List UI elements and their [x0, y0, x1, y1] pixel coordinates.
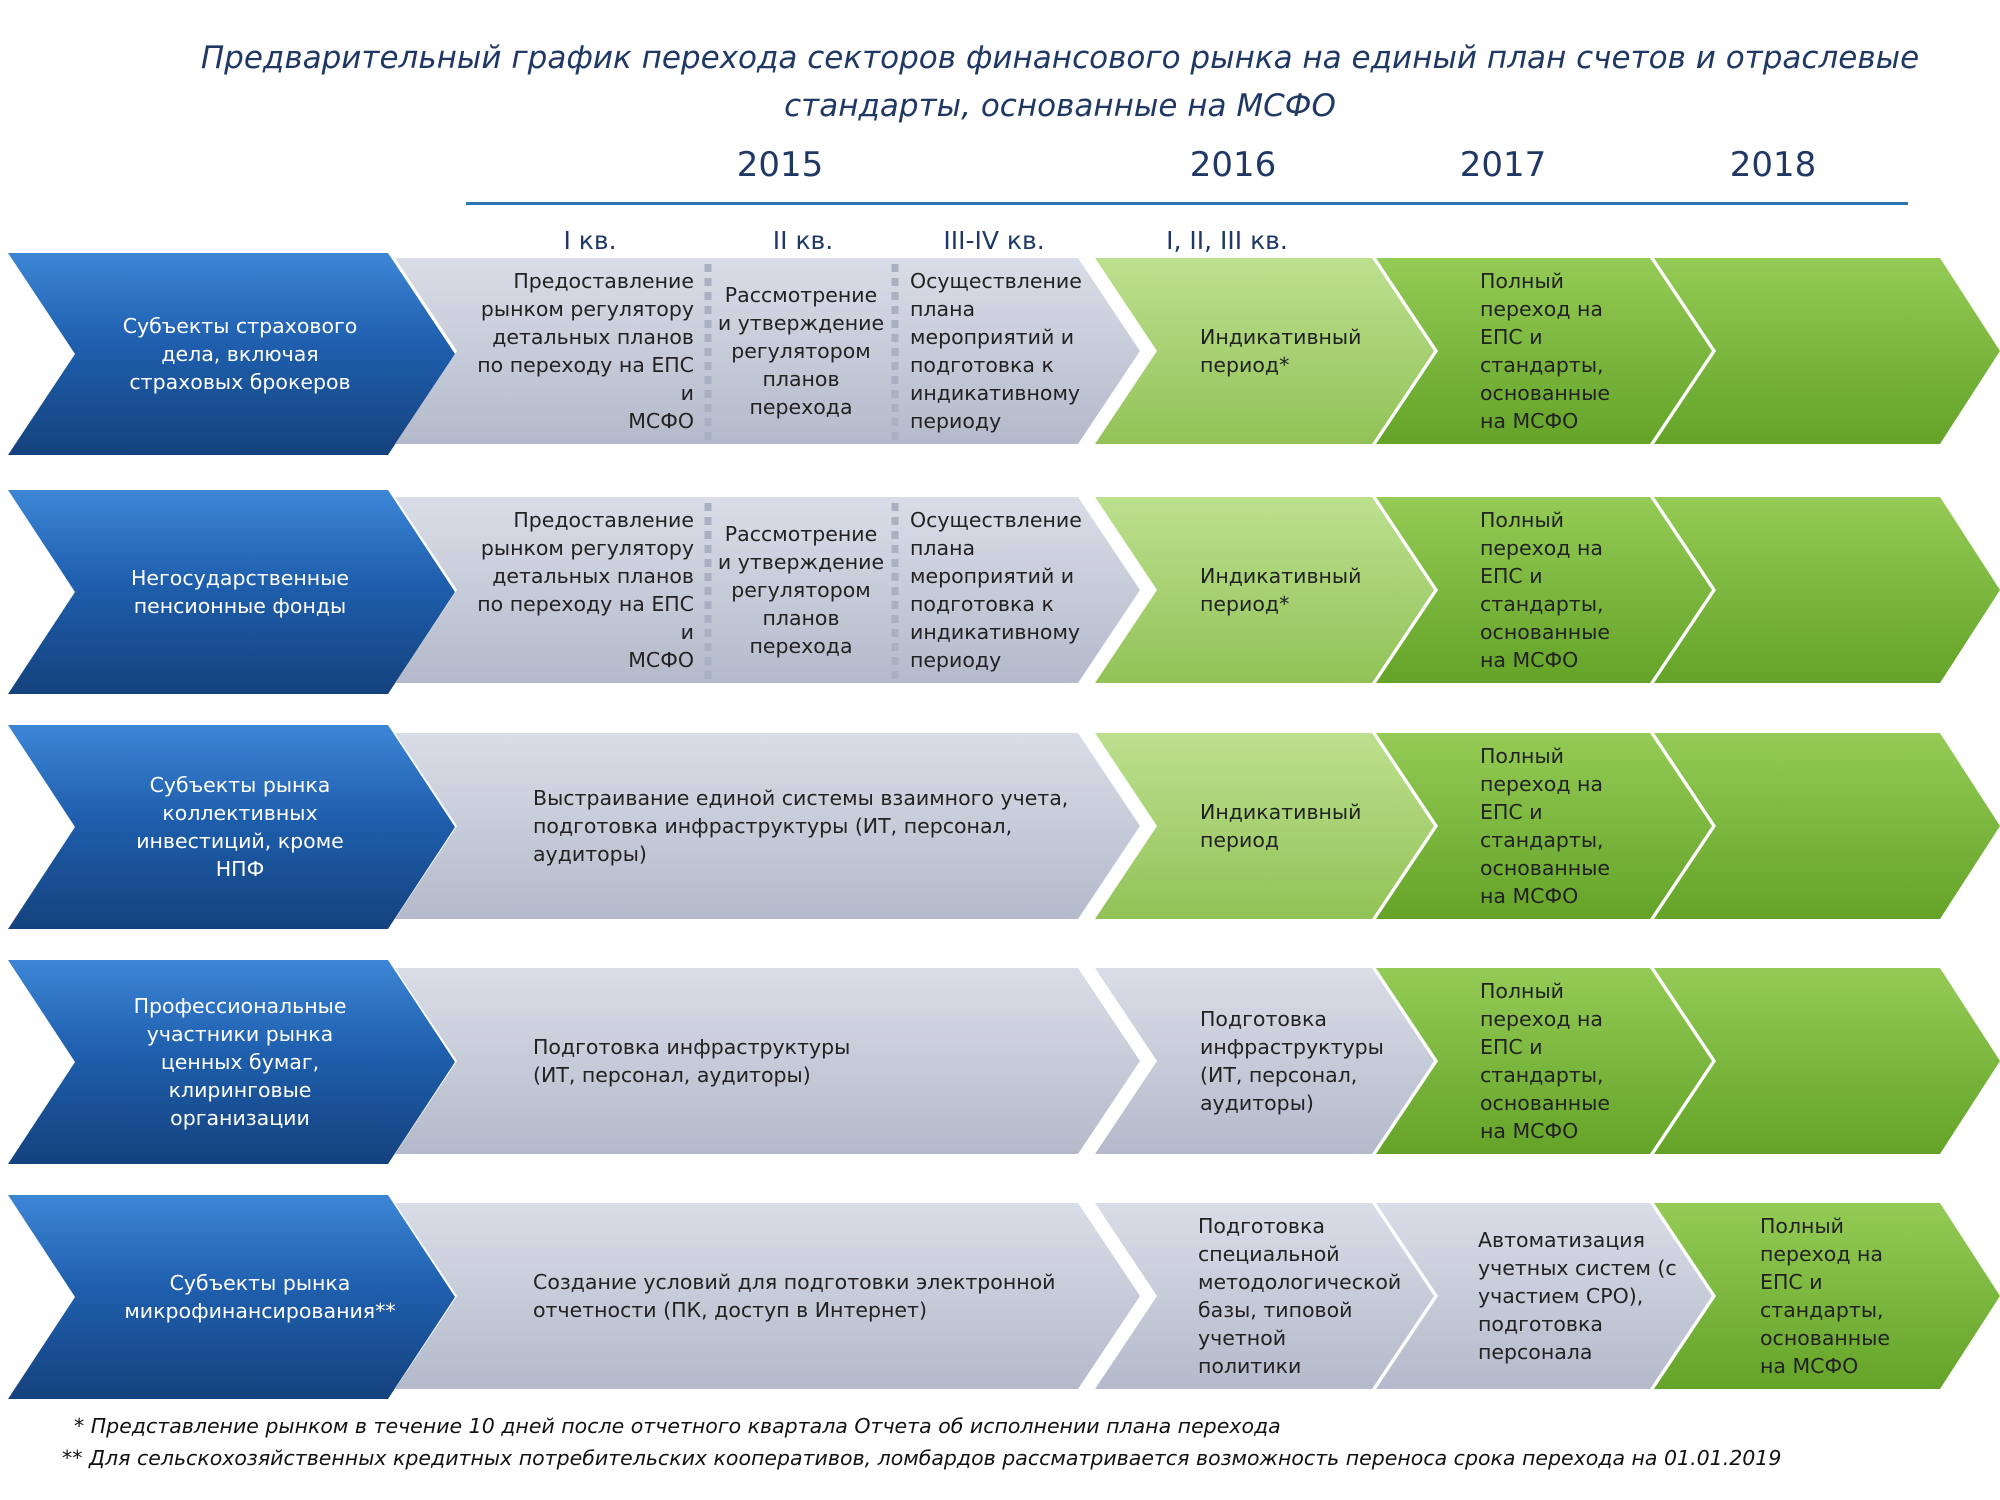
- year-2018: 2018: [1729, 145, 1817, 185]
- stage-label: Подготовка инфраструктуры (ИТ, персонал,…: [533, 1035, 851, 1087]
- stage-2015-chevron: [395, 258, 1140, 444]
- footnote-2: ** Для сельскохозяйственных кредитных по…: [62, 1446, 1782, 1470]
- stage-label: Индикативный период*: [1200, 325, 1362, 377]
- row-insurance: [8, 253, 2000, 455]
- sector-label: Субъекты страхового дела, включая страхо…: [122, 314, 358, 394]
- quarter-q3-q4: III-IV кв.: [943, 226, 1045, 255]
- stage-2015-chevron: [395, 1203, 1140, 1389]
- stage-label: Автоматизация учетных систем (с участием…: [1478, 1228, 1677, 1364]
- stage-label: Рассмотрение и утверждение регулятором п…: [717, 522, 885, 658]
- quarter-2016: I, II, III кв.: [1166, 226, 1288, 255]
- stage-2016-chevron: [1095, 258, 1434, 444]
- stage-label: Осуществление плана мероприятий и подгот…: [910, 269, 1082, 433]
- year-2015: 2015: [736, 145, 824, 185]
- stage-label: Рассмотрение и утверждение регулятором п…: [717, 283, 885, 419]
- stage-label: [1757, 258, 1927, 444]
- year-2016: 2016: [1189, 145, 1277, 185]
- quarter-q2: II кв.: [772, 226, 834, 255]
- stage-2017-chevron: [1376, 258, 1712, 444]
- stage-label: Полный переход на ЕПС и стандарты, основ…: [1480, 979, 1611, 1143]
- stage-label: [1757, 733, 1927, 919]
- stage-2017-chevron: [1376, 733, 1712, 919]
- stage-label: Предоставление рынком регулятору детальн…: [477, 269, 694, 433]
- year-2017: 2017: [1459, 145, 1547, 185]
- stage-label: Выстраивание единой системы взаимного уч…: [533, 786, 1069, 866]
- stage-2017-chevron: [1376, 497, 1712, 683]
- stage-label: Подготовка специальной методологической …: [1198, 1214, 1402, 1378]
- stage-2015-chevron: [395, 497, 1140, 683]
- row-microfinance: [8, 1195, 2000, 1399]
- stage-2015-chevron: [395, 968, 1140, 1154]
- row-collective-investment: [8, 725, 2000, 929]
- stage-label: Создание условий для подготовки электрон…: [533, 1270, 1056, 1322]
- stage-label: [1757, 968, 1927, 1154]
- sector-chevron: [8, 960, 455, 1164]
- stage-label: Полный переход на ЕПС и стандарты, основ…: [1480, 269, 1611, 433]
- sector-label: Профессиональные участники рынка ценных …: [133, 994, 347, 1130]
- row-pension-funds: [8, 490, 2000, 694]
- stage-2017-chevron: [1376, 1203, 1712, 1389]
- stage-2018-chevron: [1654, 258, 2000, 444]
- timeline-rule: [466, 202, 1908, 205]
- quarter-q1: I кв.: [563, 226, 617, 255]
- page-title: Предварительный график перехода секторов…: [200, 40, 1920, 124]
- sector-label: Субъекты рынка коллективных инвестиций, …: [136, 773, 344, 881]
- stage-label: [1757, 497, 1927, 683]
- stage-label: Полный переход на ЕПС и стандарты, основ…: [1480, 508, 1611, 672]
- stage-2015-chevron: [395, 733, 1140, 919]
- sector-chevron: [8, 725, 455, 929]
- stage-2017-chevron: [1376, 968, 1712, 1154]
- stage-2018-chevron: [1654, 1203, 2000, 1389]
- stage-label: Подготовка инфраструктуры (ИТ, персонал,…: [1200, 1007, 1384, 1115]
- row-securities-participants: [8, 960, 2000, 1164]
- stage-label: Осуществление плана мероприятий и подгот…: [910, 508, 1082, 672]
- stage-label: Индикативный период: [1200, 800, 1362, 852]
- stage-2016-chevron: [1095, 497, 1434, 683]
- stage-label: Полный переход на ЕПС и стандарты, основ…: [1480, 744, 1611, 908]
- stage-2016-chevron: [1095, 733, 1434, 919]
- footnote-1: * Представление рынком в течение 10 дней…: [74, 1414, 1281, 1438]
- stage-2018-chevron: [1654, 497, 2000, 683]
- stage-2018-chevron: [1654, 968, 2000, 1154]
- stage-label: Полный переход на ЕПС и стандарты, основ…: [1760, 1214, 1891, 1378]
- stage-label: Индикативный период*: [1200, 564, 1362, 616]
- sector-label: Негосударственные пенсионные фонды: [130, 566, 349, 618]
- sector-label: Субъекты рынка микрофинансирования**: [124, 1271, 396, 1323]
- sector-chevron: [8, 253, 455, 455]
- stage-2018-chevron: [1654, 733, 2000, 919]
- stage-2016-chevron: [1095, 968, 1434, 1154]
- stage-2016-chevron: [1095, 1203, 1434, 1389]
- sector-chevron: [8, 490, 455, 694]
- stage-label: Предоставление рынком регулятору детальн…: [477, 508, 694, 672]
- sector-chevron: [8, 1195, 455, 1399]
